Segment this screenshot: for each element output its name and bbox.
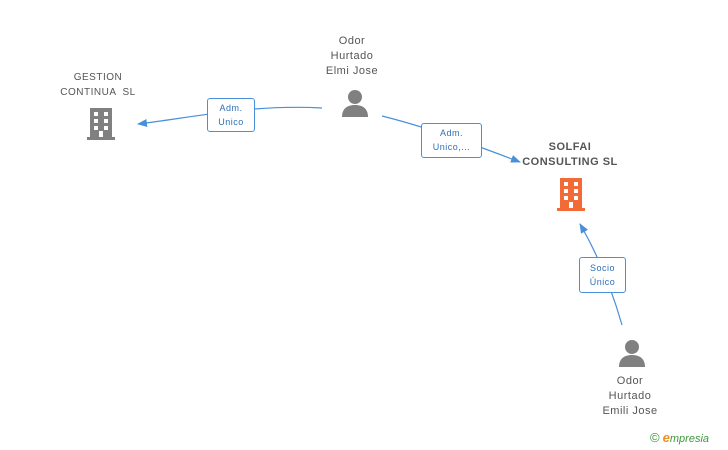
- edge-label-adm-unico-line-1: Adm.: [219, 103, 243, 113]
- person-bottom-line-3: Emili Jose: [602, 405, 658, 417]
- edge-label-adm-unico-truncated-line-1: Adm.: [439, 128, 463, 138]
- person-top-line-2: Hurtado: [330, 50, 374, 62]
- person-bottom-line-1: Odor: [616, 375, 644, 387]
- person-icon[interactable]: [340, 88, 370, 118]
- empresia-brand: © empresia: [650, 430, 709, 445]
- person-top-line-1: Odor: [338, 35, 366, 47]
- brand-logo-e: e: [662, 430, 670, 445]
- building-icon[interactable]: [85, 106, 117, 140]
- edge-label-adm-unico-truncated[interactable]: Adm. Unico,...: [421, 123, 482, 158]
- person-bottom-label[interactable]: Odor Hurtado Emili Jose: [580, 374, 680, 419]
- edge-label-adm-unico[interactable]: Adm. Unico: [207, 98, 255, 132]
- edge-label-socio-unico-line-2: Único: [589, 277, 616, 287]
- person-bottom-line-2: Hurtado: [608, 390, 652, 402]
- person-icon[interactable]: [617, 338, 647, 368]
- edge-label-socio-unico[interactable]: Socio Único: [579, 257, 626, 293]
- company-gestion-label[interactable]: GESTION CONTINUA SL: [48, 70, 148, 100]
- company-solfai-label[interactable]: SOLFAI CONSULTING SL: [508, 140, 632, 170]
- person-top-line-3: Elmi Jose: [325, 65, 379, 77]
- brand-logo-text: mpresia: [669, 433, 710, 445]
- person-top-label[interactable]: Odor Hurtado Elmi Jose: [302, 34, 402, 79]
- company-gestion-line-2: CONTINUA SL: [60, 87, 136, 98]
- copyright-symbol: ©: [650, 430, 660, 445]
- company-solfai-line-1: SOLFAI: [548, 141, 592, 153]
- edge-label-adm-unico-line-2: Unico: [218, 117, 244, 127]
- edge-label-socio-unico-line-1: Socio: [589, 263, 615, 273]
- building-focus-icon[interactable]: [555, 176, 587, 212]
- company-solfai-line-2: CONSULTING SL: [522, 156, 618, 168]
- edge-label-adm-unico-truncated-line-2: Unico,...: [432, 142, 471, 152]
- company-gestion-line-1: GESTION: [73, 72, 123, 83]
